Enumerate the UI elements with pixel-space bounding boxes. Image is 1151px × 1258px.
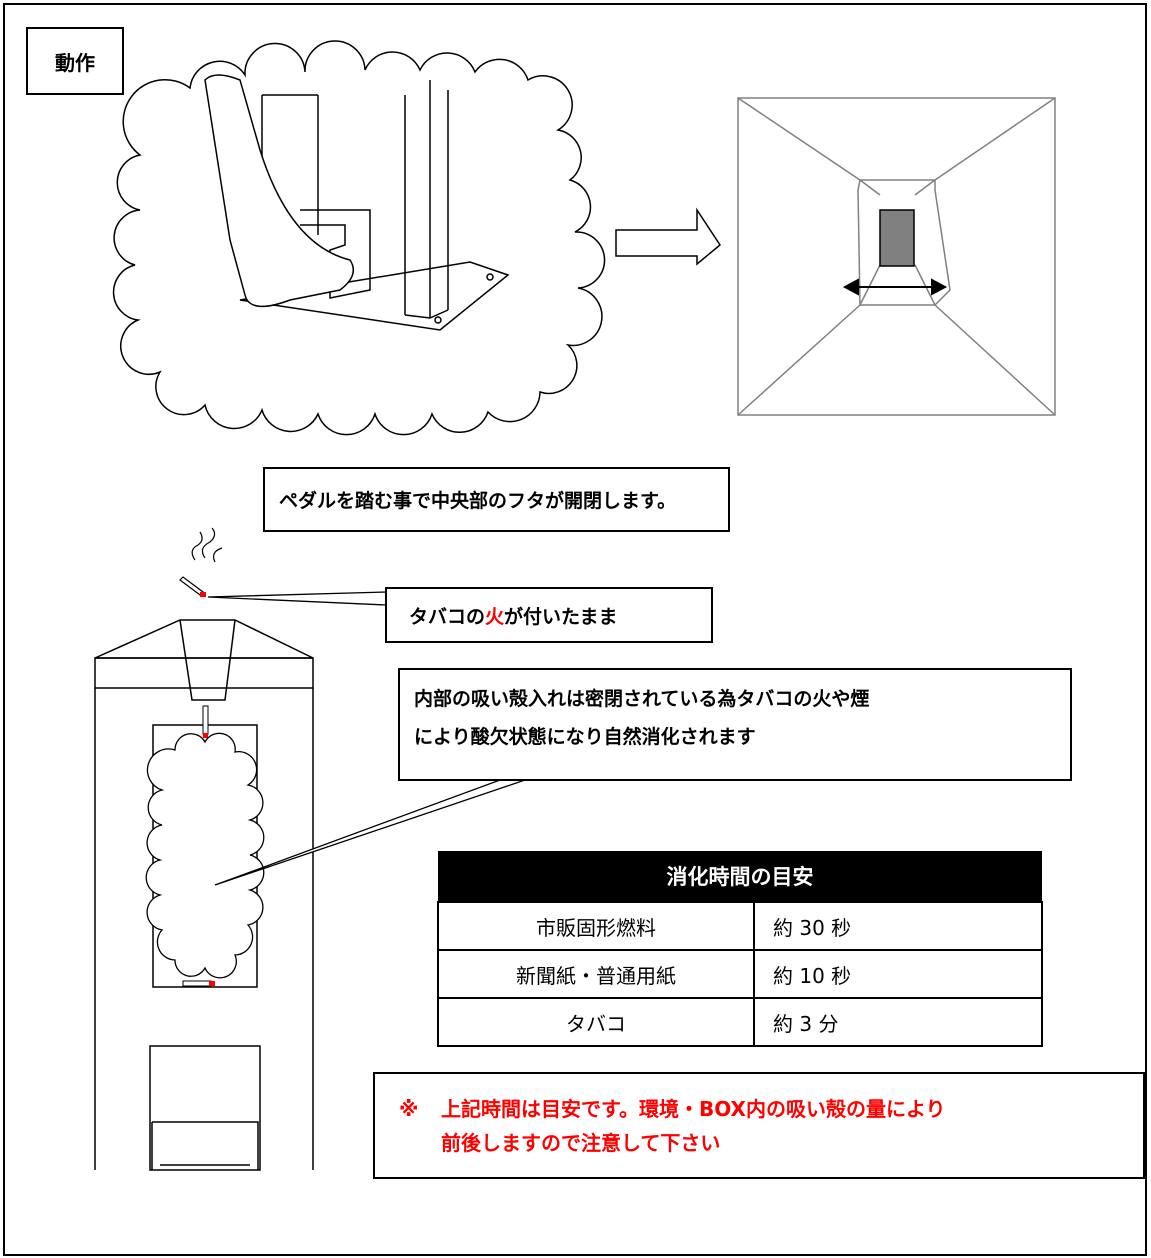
table-row: 新聞紙・普通用紙 約 10 秒 (437, 949, 1043, 999)
fire-caption-prefix: タバコの (409, 605, 486, 628)
extinguish-time-table: 消化時間の目安 市販固形燃料 約 30 秒 新聞紙・普通用紙 約 10 秒 タバ… (437, 851, 1043, 1047)
table-cell-time: 約 3 分 (753, 997, 1043, 1047)
table-row: タバコ 約 3 分 (437, 997, 1043, 1047)
table-row: 市販固形燃料 約 30 秒 (437, 901, 1043, 951)
table-cell-time: 約 10 秒 (753, 949, 1043, 999)
pedal-caption: ペダルを踏む事で中央部のフタが開閉します。 (263, 467, 730, 532)
table-cell-item: 市販固形燃料 (437, 901, 755, 951)
leg (204, 74, 355, 308)
base-plate (239, 261, 510, 331)
warning-line1: ※ 上記時間は目安です。環境・BOX内の吸い殻の量により (399, 1092, 1143, 1126)
note-mark: ※ (399, 1097, 419, 1121)
table-cell-item: タバコ (437, 997, 755, 1047)
lit-cigarette-icon (179, 527, 223, 596)
warning-note: ※ 上記時間は目安です。環境・BOX内の吸い殻の量により 前後しますので注意して下… (373, 1072, 1145, 1179)
fire-caption: タバコの火が付いたまま (385, 587, 713, 643)
pedal-cloud-illustration (112, 40, 606, 436)
ember (200, 592, 206, 597)
table-header-row: 消化時間の目安 (438, 851, 1042, 902)
section-title: 動作 (26, 27, 124, 95)
right-arrow (615, 207, 721, 266)
note-line1-text: 上記時間は目安です。環境・BOX内の吸い殻の量により (441, 1097, 946, 1121)
roof (94, 619, 314, 659)
table-cell-item: 新聞紙・普通用紙 (437, 949, 755, 999)
sealed-caption-line2: により酸欠状態になり自然消化されます (414, 726, 756, 748)
funnel (179, 619, 236, 701)
table-header: 消化時間の目安 (438, 851, 1042, 902)
note-line2-text: 前後しますので注意して下さい (441, 1131, 721, 1155)
lid-opening (879, 209, 915, 267)
bottom-cigarette (182, 980, 212, 987)
warning-line2: 前後しますので注意して下さい (399, 1126, 1143, 1160)
cloud-outline (112, 40, 606, 436)
callout-pointer-fire (207, 591, 387, 606)
sealed-caption: 内部の吸い殻入れは密閉されている為タバコの火や煙 により酸欠状態になり自然消化さ… (398, 668, 1072, 781)
fire-caption-suffix: が付いたまま (504, 605, 618, 628)
page-frame (3, 3, 1147, 1256)
fire-caption-word: 火 (485, 605, 505, 628)
table-cell-time: 約 30 秒 (753, 901, 1043, 951)
ashtray-body (94, 619, 314, 1171)
falling-cigarette (202, 705, 209, 735)
smoke-cloud (145, 732, 265, 979)
double-arrow (842, 278, 948, 296)
sealed-caption-line1: 内部の吸い殻入れは密閉されている為タバコの火や煙 (414, 688, 870, 710)
